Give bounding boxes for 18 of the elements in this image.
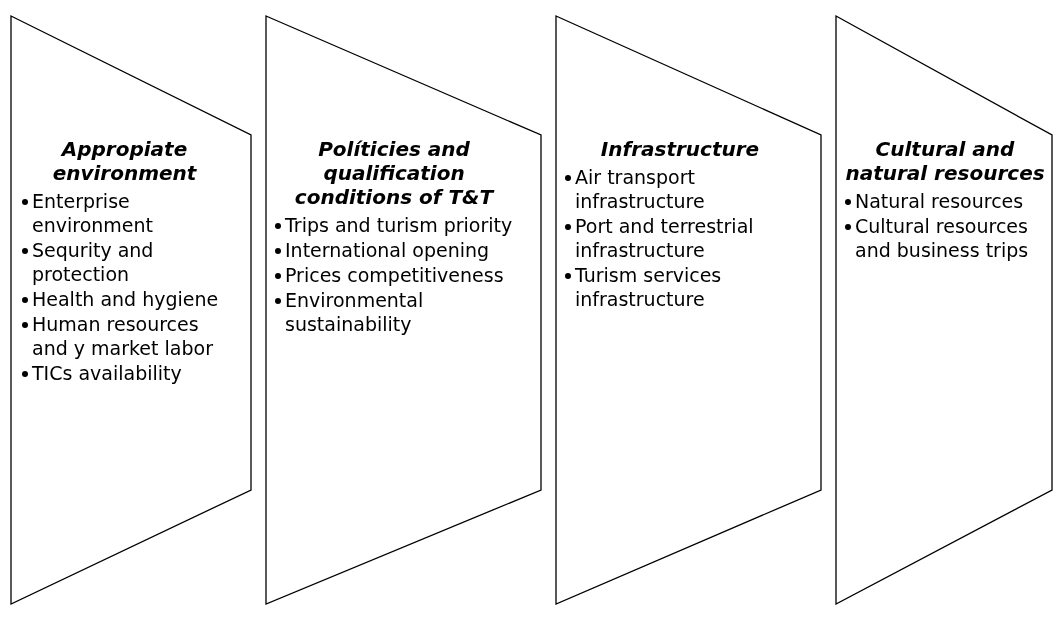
bullet-item: Natural resources <box>845 189 1045 213</box>
bullet-item: Enterprise environment <box>22 189 227 237</box>
bullet-item: Air transport infrastructure <box>565 165 795 213</box>
bullet-item: International opening <box>275 238 513 262</box>
bullet-item: Prices competitiveness <box>275 263 513 287</box>
bullet-item: Health and hygiene <box>22 287 227 311</box>
bullet-item: Human resources and y market labor <box>22 312 227 360</box>
bullet-item: Port and terrestrial infrastructure <box>565 214 795 262</box>
column-heading: Políticies and qualification conditions of T&T <box>293 137 496 209</box>
column-heading: Infrastructure <box>599 137 761 161</box>
bullet-item: Turism services infrastructure <box>565 263 795 311</box>
bullet-item: Environmental sustainability <box>275 288 513 336</box>
bullet-item: Cultural resources and business trips <box>845 214 1045 262</box>
column-heading: Cultural and natural resources <box>845 137 1045 185</box>
bullet-item: Trips and turism priority <box>275 213 513 237</box>
bullet-item: Sequrity and protection <box>22 238 227 286</box>
column-heading: Appropiate environment <box>51 137 198 185</box>
bullet-item: TICs availability <box>22 361 227 385</box>
